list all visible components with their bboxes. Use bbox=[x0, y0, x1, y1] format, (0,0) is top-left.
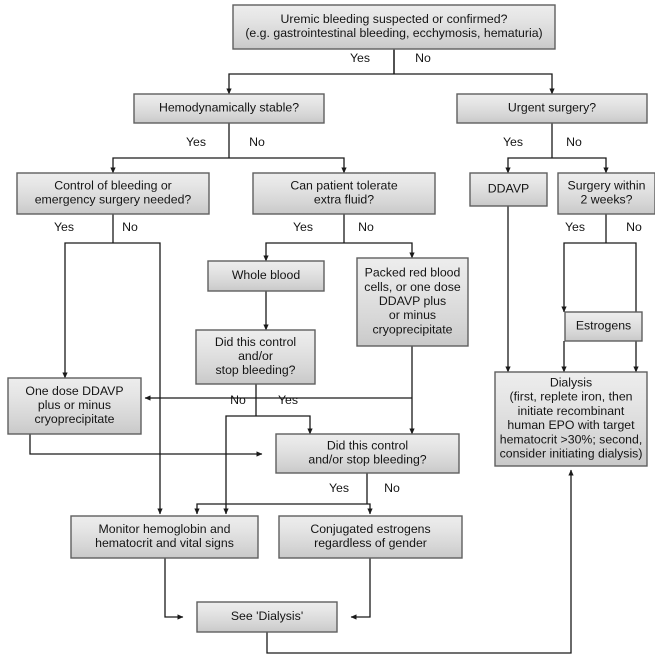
node-label: Whole blood bbox=[232, 268, 301, 282]
edge-label-no-9: No bbox=[358, 220, 374, 234]
node-box bbox=[278, 515, 463, 559]
node-box bbox=[195, 329, 316, 385]
edge-label-yes-6: Yes bbox=[54, 220, 74, 234]
flow-node-whole-blood[interactable]: Whole blood bbox=[207, 260, 325, 292]
edge-label-no-12: No bbox=[230, 393, 246, 407]
node-box bbox=[196, 601, 338, 633]
flow-node-ddavp[interactable]: DDAVP bbox=[469, 172, 548, 207]
flow-node-uremic-bleeding-suspected-or-confirmed[interactable]: Uremic bleeding suspected or confirmed?(… bbox=[232, 4, 556, 50]
edge-label-no-7: No bbox=[122, 220, 138, 234]
node-layer: Uremic bleeding suspected or confirmed?(… bbox=[7, 4, 655, 633]
node-label: Estrogens bbox=[576, 319, 631, 333]
node-box bbox=[557, 172, 655, 215]
flow-node-estrogens[interactable]: Estrogens bbox=[564, 311, 643, 342]
edge-label-no-1: No bbox=[415, 51, 431, 65]
node-box bbox=[564, 311, 643, 342]
node-box bbox=[275, 433, 460, 474]
node-box bbox=[252, 172, 436, 215]
edge-label-no-15: No bbox=[384, 481, 400, 495]
flow-node-hemodynamically-stable[interactable]: Hemodynamically stable? bbox=[133, 93, 325, 124]
flow-node-urgent-surgery[interactable]: Urgent surgery? bbox=[456, 93, 648, 124]
edge-label-yes-0: Yes bbox=[350, 51, 370, 65]
edge-label-no-11: No bbox=[626, 220, 642, 234]
node-box bbox=[456, 93, 648, 124]
node-box bbox=[207, 260, 325, 292]
edge-label-no-5: No bbox=[566, 135, 582, 149]
node-label: Urgent surgery? bbox=[508, 101, 596, 115]
node-label: See 'Dialysis' bbox=[231, 609, 303, 623]
edge-label-yes-14: Yes bbox=[329, 481, 349, 495]
node-box bbox=[133, 93, 325, 124]
node-label: Hemodynamically stable? bbox=[159, 101, 299, 115]
connector-layer bbox=[29, 49, 639, 654]
edge-label-yes-10: Yes bbox=[565, 220, 585, 234]
node-box bbox=[469, 172, 548, 207]
edge-label-yes-13: Yes bbox=[278, 393, 298, 407]
edge-label-yes-2: Yes bbox=[186, 135, 206, 149]
node-box bbox=[494, 371, 648, 467]
node-box bbox=[7, 377, 142, 435]
node-box bbox=[232, 4, 556, 50]
node-label: DDAVP bbox=[488, 182, 529, 196]
node-box bbox=[70, 515, 259, 559]
node-box bbox=[356, 257, 469, 347]
flow-node-see-dialysis[interactable]: See 'Dialysis' bbox=[196, 601, 338, 633]
edge-label-yes-4: Yes bbox=[503, 135, 523, 149]
edge-label-no-3: No bbox=[249, 135, 265, 149]
node-label: Uremic bleeding suspected or confirmed?(… bbox=[245, 12, 542, 40]
node-box bbox=[16, 172, 210, 215]
edge-label-yes-8: Yes bbox=[293, 220, 313, 234]
